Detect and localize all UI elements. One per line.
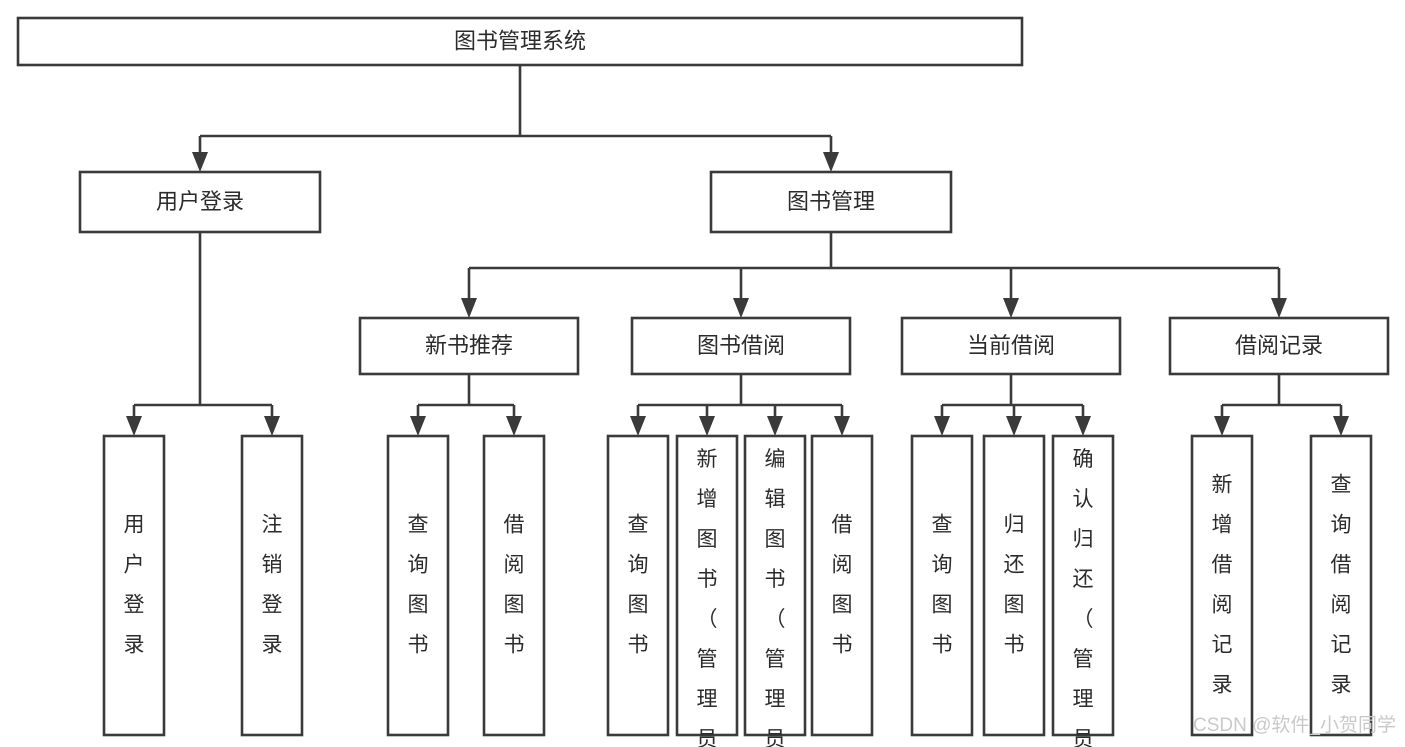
node-leaf-return-book[interactable]: 归还图书 xyxy=(982,434,1046,737)
node-leaf-user-login[interactable]: 用户登录 xyxy=(102,434,166,737)
user-login-to-leaf-logout-login-arrowhead xyxy=(264,416,280,436)
bm-to-new-book-recommend-arrowhead xyxy=(461,298,477,318)
node-leaf-add-borrow-record[interactable]: 新增借阅记录 xyxy=(1190,434,1254,737)
node-leaf-borrow-book[interactable]: 借阅图书 xyxy=(810,434,874,737)
node-book-management-box[interactable] xyxy=(709,170,953,234)
node-leaf-return-book-box[interactable] xyxy=(982,434,1046,737)
nodes-layer: 图书管理系统用户登录图书管理新书推荐图书借阅当前借阅借阅记录用户登录注销登录查询… xyxy=(16,16,1390,747)
new-book-recommend-to-leaf-borrow-book-recommend-arrowhead xyxy=(506,416,522,436)
node-leaf-add-book-admin-box[interactable] xyxy=(675,434,739,737)
node-current-borrow[interactable]: 当前借阅 xyxy=(900,316,1122,376)
new-book-recommend-to-leaf-query-book-recommend-arrowhead xyxy=(410,416,426,436)
root-to-user-login-arrowhead xyxy=(192,152,208,172)
current-borrow-to-leaf-query-book-current-arrowhead xyxy=(934,416,950,436)
book-borrow-to-leaf-add-book-admin-arrowhead xyxy=(699,416,715,436)
node-root-system-label: 图书管理系统 xyxy=(454,28,586,53)
node-leaf-edit-book-admin-label: 编辑图书（管理员） xyxy=(765,448,786,747)
node-leaf-borrow-book-recommend-box[interactable] xyxy=(482,434,546,737)
current-borrow-to-leaf-return-book-arrowhead xyxy=(1006,416,1022,436)
node-borrow-records-box[interactable] xyxy=(1168,316,1390,376)
borrow-records-to-leaf-add-borrow-record-arrowhead xyxy=(1214,416,1230,436)
book-borrow-to-leaf-edit-book-admin-arrowhead xyxy=(767,416,783,436)
node-new-book-recommend-box[interactable] xyxy=(358,316,580,376)
node-leaf-confirm-return-admin[interactable]: 确认归还（管理员） xyxy=(1051,434,1115,747)
node-book-management-label: 图书管理 xyxy=(787,189,875,214)
node-leaf-add-borrow-record-box[interactable] xyxy=(1190,434,1254,737)
node-leaf-query-book-current[interactable]: 查询图书 xyxy=(910,434,974,737)
node-leaf-borrow-book-label: 借阅图书 xyxy=(832,513,853,656)
node-book-management[interactable]: 图书管理 xyxy=(709,170,953,234)
current-borrow-to-leaf-confirm-return-admin-arrowhead xyxy=(1075,416,1091,436)
node-leaf-add-book-admin[interactable]: 新增图书（管理员） xyxy=(675,434,739,747)
node-new-book-recommend-label: 新书推荐 xyxy=(425,333,513,358)
node-leaf-borrow-book-recommend[interactable]: 借阅图书 xyxy=(482,434,546,737)
node-leaf-query-book-current-label: 查询图书 xyxy=(932,513,953,656)
node-leaf-add-borrow-record-label: 新增借阅记录 xyxy=(1212,473,1233,696)
node-user-login[interactable]: 用户登录 xyxy=(78,170,322,234)
node-leaf-query-book-borrow[interactable]: 查询图书 xyxy=(606,434,670,737)
node-leaf-query-book-borrow-box[interactable] xyxy=(606,434,670,737)
node-leaf-query-book-borrow-label: 查询图书 xyxy=(628,513,649,656)
node-new-book-recommend[interactable]: 新书推荐 xyxy=(358,316,580,376)
node-book-borrow-box[interactable] xyxy=(630,316,852,376)
node-leaf-borrow-book-recommend-label: 借阅图书 xyxy=(504,513,525,656)
book-borrow-to-leaf-borrow-book-arrowhead xyxy=(834,416,850,436)
node-leaf-query-borrow-record-label: 查询借阅记录 xyxy=(1331,473,1352,696)
node-borrow-records[interactable]: 借阅记录 xyxy=(1168,316,1390,376)
bm-to-borrow-records-arrowhead xyxy=(1271,298,1287,318)
node-leaf-query-book-current-box[interactable] xyxy=(910,434,974,737)
node-current-borrow-label: 当前借阅 xyxy=(967,333,1055,358)
connectors-layer xyxy=(126,65,1349,436)
node-leaf-borrow-book-box[interactable] xyxy=(810,434,874,737)
node-leaf-query-borrow-record[interactable]: 查询借阅记录 xyxy=(1309,434,1373,737)
node-leaf-query-borrow-record-box[interactable] xyxy=(1309,434,1373,737)
node-leaf-confirm-return-admin-box[interactable] xyxy=(1051,434,1115,737)
node-leaf-confirm-return-admin-label: 确认归还（管理员） xyxy=(1073,448,1094,747)
node-leaf-user-login-box[interactable] xyxy=(102,434,166,737)
node-current-borrow-box[interactable] xyxy=(900,316,1122,376)
node-leaf-logout-login-label: 注销登录 xyxy=(262,513,283,656)
node-book-borrow[interactable]: 图书借阅 xyxy=(630,316,852,376)
node-leaf-edit-book-admin[interactable]: 编辑图书（管理员） xyxy=(743,434,807,747)
node-leaf-logout-login-box[interactable] xyxy=(240,434,304,737)
node-user-login-label: 用户登录 xyxy=(156,189,244,214)
user-login-to-leaf-user-login-arrowhead xyxy=(126,416,142,436)
node-leaf-query-book-recommend-label: 查询图书 xyxy=(408,513,429,656)
root-to-book-management-arrowhead xyxy=(823,152,839,172)
bm-to-current-borrow-arrowhead xyxy=(1003,298,1019,318)
node-leaf-query-book-recommend-box[interactable] xyxy=(386,434,450,737)
node-borrow-records-label: 借阅记录 xyxy=(1235,333,1323,358)
node-book-borrow-label: 图书借阅 xyxy=(697,333,785,358)
node-leaf-query-book-recommend[interactable]: 查询图书 xyxy=(386,434,450,737)
borrow-records-to-leaf-query-borrow-record-arrowhead xyxy=(1333,416,1349,436)
node-root-system-box[interactable] xyxy=(16,16,1024,67)
node-leaf-return-book-label: 归还图书 xyxy=(1004,513,1025,656)
node-root-system[interactable]: 图书管理系统 xyxy=(16,16,1024,67)
bm-to-book-borrow-arrowhead xyxy=(733,298,749,318)
node-leaf-logout-login[interactable]: 注销登录 xyxy=(240,434,304,737)
csdn-watermark: CSDN @软件_小贺同学 xyxy=(1193,714,1396,736)
book-borrow-to-leaf-query-book-borrow-arrowhead xyxy=(630,416,646,436)
node-leaf-user-login-label: 用户登录 xyxy=(124,513,145,656)
node-user-login-box[interactable] xyxy=(78,170,322,234)
node-leaf-add-book-admin-label: 新增图书（管理员） xyxy=(697,448,718,747)
node-leaf-edit-book-admin-box[interactable] xyxy=(743,434,807,737)
